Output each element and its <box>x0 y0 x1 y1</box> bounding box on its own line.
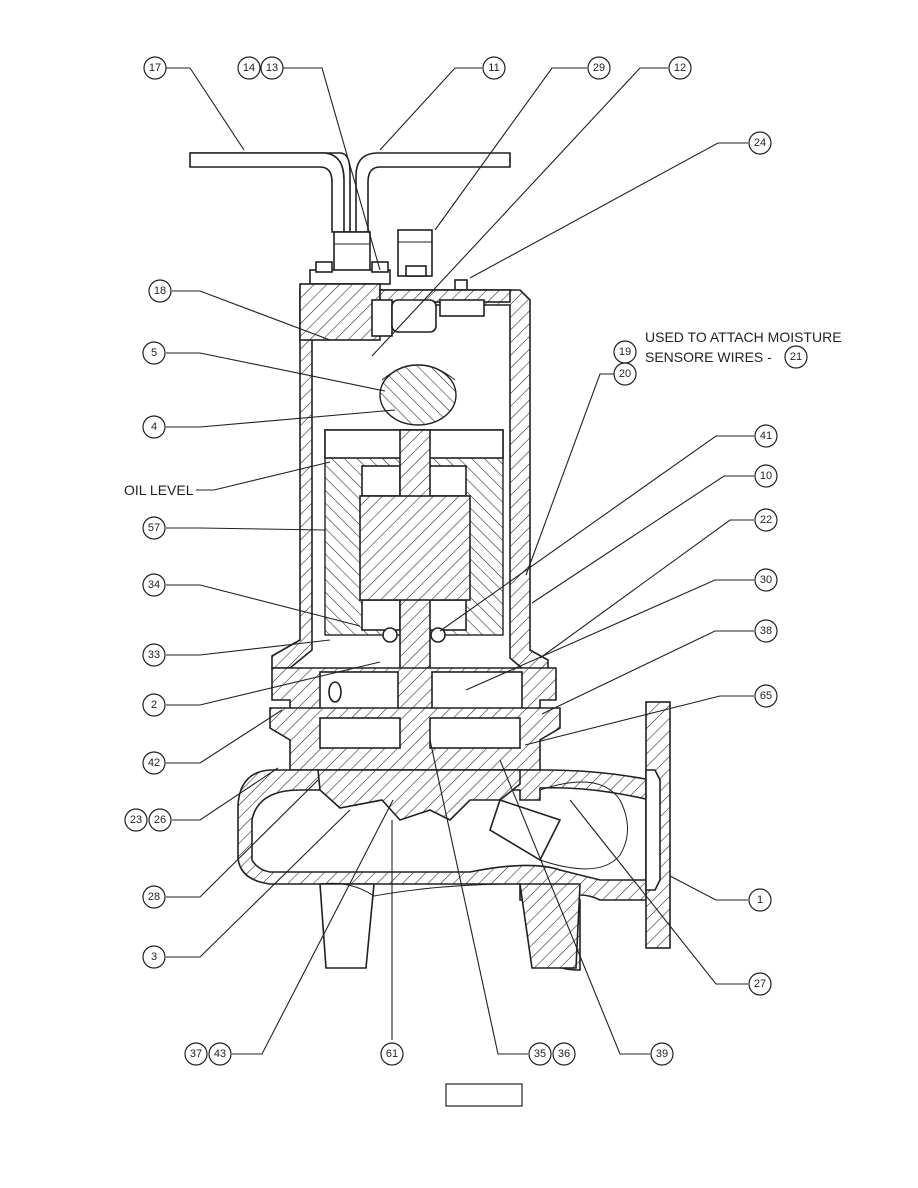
callout-19: 19 <box>613 340 637 364</box>
callout-41: 41 <box>754 424 778 448</box>
svg-text:33: 33 <box>148 649 160 661</box>
svg-text:30: 30 <box>760 574 772 586</box>
pump-drawing <box>189 152 671 971</box>
svg-text:57: 57 <box>148 522 160 534</box>
svg-text:5: 5 <box>151 347 157 359</box>
callout-29: 29 <box>587 56 611 80</box>
callout-13: 13 <box>260 56 284 80</box>
callout-43: 43 <box>208 1042 232 1066</box>
svg-text:34: 34 <box>148 579 160 591</box>
callout-35: 35 <box>528 1042 552 1066</box>
svg-text:11: 11 <box>488 62 499 74</box>
svg-text:27: 27 <box>754 978 766 990</box>
callout-2: 2 <box>142 693 166 717</box>
callout-1: 1 <box>748 888 772 912</box>
svg-text:43: 43 <box>214 1048 226 1060</box>
callout-38: 38 <box>754 619 778 643</box>
moisture-note-line2: SENSORE WIRES - <box>645 349 772 365</box>
callout-4: 4 <box>142 415 166 439</box>
callouts: 17 14 13 11 29 12 24 18 5 19 21 20 4 41 … <box>124 56 808 1066</box>
svg-text:19: 19 <box>619 346 631 358</box>
callout-12: 12 <box>668 56 692 80</box>
callout-20: 20 <box>613 362 637 386</box>
svg-text:22: 22 <box>760 514 772 526</box>
callout-3: 3 <box>142 945 166 969</box>
callout-33: 33 <box>142 643 166 667</box>
base-leg-left <box>319 883 375 969</box>
svg-text:21: 21 <box>790 351 802 363</box>
callout-23: 23 <box>124 808 148 832</box>
callout-10: 10 <box>754 464 778 488</box>
impeller <box>317 769 521 821</box>
svg-text:14: 14 <box>243 62 255 74</box>
callout-42: 42 <box>142 751 166 775</box>
figure-label-box <box>445 1083 523 1107</box>
callout-18: 18 <box>148 279 172 303</box>
svg-text:2: 2 <box>151 699 157 711</box>
svg-text:12: 12 <box>674 62 686 74</box>
callout-5: 5 <box>142 341 166 365</box>
svg-text:4: 4 <box>151 421 157 433</box>
callout-28: 28 <box>142 885 166 909</box>
callout-61: 61 <box>380 1042 404 1066</box>
callout-37: 37 <box>184 1042 208 1066</box>
svg-text:3: 3 <box>151 951 157 963</box>
svg-text:38: 38 <box>760 625 772 637</box>
base-leg-right <box>519 883 581 969</box>
oil-level-label: OIL LEVEL <box>124 482 194 498</box>
callout-39: 39 <box>650 1042 674 1066</box>
svg-text:65: 65 <box>760 690 772 702</box>
callout-21: 21 <box>784 345 808 369</box>
callout-65: 65 <box>754 684 778 708</box>
callout-27: 27 <box>748 972 772 996</box>
svg-text:35: 35 <box>534 1048 546 1060</box>
svg-text:20: 20 <box>619 368 631 380</box>
capacitor <box>379 364 457 426</box>
svg-text:10: 10 <box>760 470 772 482</box>
callout-26: 26 <box>148 808 172 832</box>
volute-casing <box>237 769 651 971</box>
svg-text:24: 24 <box>754 137 766 149</box>
callout-11: 11 <box>482 56 506 80</box>
svg-text:17: 17 <box>149 62 161 74</box>
svg-text:28: 28 <box>148 891 160 903</box>
svg-text:23: 23 <box>130 814 142 826</box>
svg-text:41: 41 <box>760 430 772 442</box>
svg-text:1: 1 <box>757 894 763 906</box>
svg-text:61: 61 <box>386 1048 398 1060</box>
callout-36: 36 <box>552 1042 576 1066</box>
callout-22: 22 <box>754 508 778 532</box>
svg-text:18: 18 <box>154 285 166 297</box>
svg-text:36: 36 <box>558 1048 570 1060</box>
svg-text:39: 39 <box>656 1048 668 1060</box>
callout-24: 24 <box>748 131 772 155</box>
callout-30: 30 <box>754 568 778 592</box>
svg-text:42: 42 <box>148 757 160 769</box>
moisture-note-line1: USED TO ATTACH MOISTURE <box>645 329 842 345</box>
motor-housing <box>271 289 549 676</box>
svg-text:13: 13 <box>266 62 278 74</box>
callout-57: 57 <box>142 516 166 540</box>
callout-17: 17 <box>143 56 167 80</box>
svg-text:29: 29 <box>593 62 605 74</box>
svg-text:37: 37 <box>190 1048 202 1060</box>
svg-text:26: 26 <box>154 814 166 826</box>
leader-lines <box>166 67 754 1055</box>
callout-34: 34 <box>142 573 166 597</box>
callout-14: 14 <box>237 56 261 80</box>
